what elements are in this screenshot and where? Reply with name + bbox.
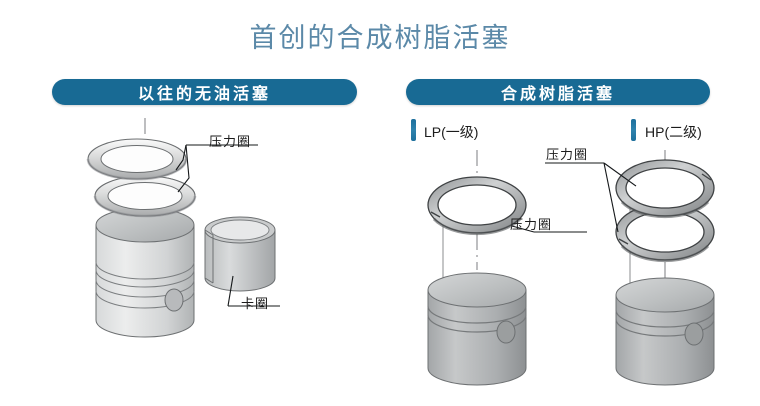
piston-pin-hole-lp: [496, 320, 516, 344]
panel-header-resin: 合成树脂活塞: [406, 79, 710, 105]
label-stage-lp: LP(一级): [424, 124, 479, 140]
hp-pressure-ring-upper: [615, 159, 715, 219]
piston-pin-hole-legacy: [164, 288, 184, 312]
label-snap-ring-legacy: 卡圈: [241, 296, 270, 311]
piston-pin-hole-hp: [684, 322, 704, 346]
page-title: 首创的合成树脂活塞: [249, 23, 511, 53]
label-pressure-ring-hp: 压力圈: [546, 147, 589, 162]
panel-header-resin-label: 合成树脂活塞: [500, 86, 615, 103]
hp-pressure-ring-lower: [615, 203, 715, 263]
legacy-pressure-ring-lower: [93, 175, 197, 218]
hp-piston-body: [615, 277, 715, 386]
label-pressure-ring-legacy: 压力圈: [209, 134, 252, 149]
lp-piston-assembly: [427, 150, 587, 386]
label-stage-hp: HP(二级): [645, 124, 702, 140]
legacy-piston-body: [95, 207, 195, 338]
stage-marker-lp-icon: [411, 119, 416, 141]
leader-line-pressure-ring-legacy: [175, 144, 258, 193]
panel-header-legacy: 以往的无油活塞: [52, 79, 357, 105]
hp-piston-assembly: [545, 150, 715, 386]
stage-marker-hp-icon: [631, 119, 636, 141]
leader-line-pressure-ring-hp: [545, 162, 637, 233]
legacy-pressure-ring-upper: [86, 138, 188, 181]
label-pressure-ring-lp: 压力圈: [510, 217, 553, 232]
lp-piston-body: [427, 272, 527, 386]
panel-header-legacy-label: 以往的无油活塞: [137, 86, 271, 103]
legacy-snap-ring: [204, 216, 276, 292]
